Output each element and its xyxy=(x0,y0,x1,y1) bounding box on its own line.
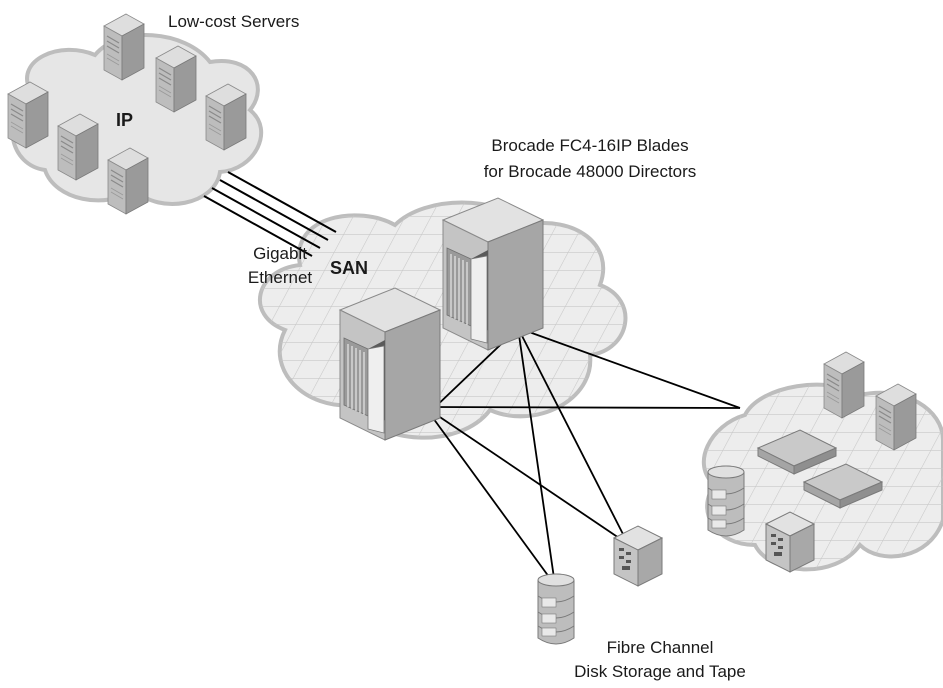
disk-array-icon xyxy=(707,465,745,537)
server-icon xyxy=(103,13,145,81)
gigabit-label-line2: Ethernet xyxy=(247,268,313,287)
ip-label: IP xyxy=(116,110,134,130)
storage-label-line2: Disk Storage and Tape xyxy=(574,662,746,681)
blades-label-line2: for Brocade 48000 Directors xyxy=(483,162,697,181)
server-icon xyxy=(7,81,49,149)
fibre-channel-storage xyxy=(537,525,663,645)
san-label: SAN xyxy=(330,258,369,278)
tape-library-icon xyxy=(765,511,815,573)
storage-label-line1: Fibre Channel xyxy=(606,638,714,657)
server-icon xyxy=(823,351,865,419)
server-icon xyxy=(205,83,247,151)
server-icon xyxy=(875,383,917,451)
gigabit-label-line1: Gigabit xyxy=(253,244,307,263)
servers-label: Low-cost Servers xyxy=(168,12,300,31)
server-icon xyxy=(155,45,197,113)
blades-label-line1: Brocade FC4-16IP Blades xyxy=(491,136,689,155)
director-switch-icon xyxy=(339,287,441,441)
gigabit-ethernet-links xyxy=(203,171,337,257)
disk-array-icon xyxy=(537,573,575,645)
tape-library-icon xyxy=(613,525,663,587)
server-icon xyxy=(57,113,99,181)
director-switch-icon xyxy=(442,197,544,351)
server-icon xyxy=(107,147,149,215)
